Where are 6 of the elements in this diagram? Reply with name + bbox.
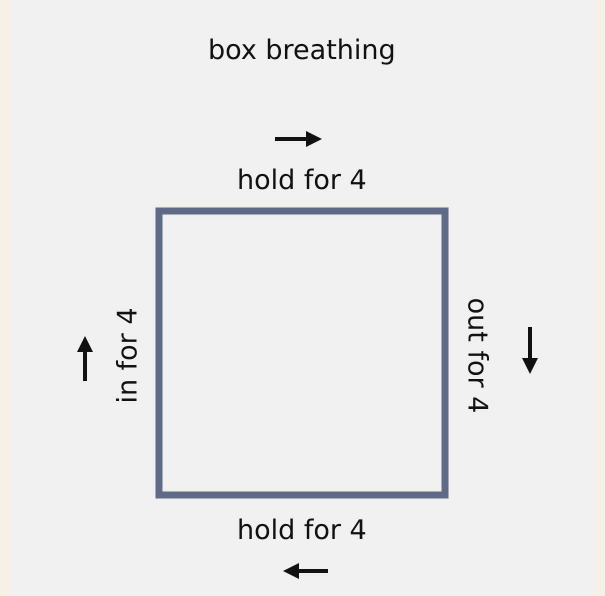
side-label: out for 4 [463,297,490,413]
side-label: hold for 4 [237,166,367,194]
side-label: hold for 4 [237,516,367,544]
side-label: in for 4 [114,306,142,404]
diagram-title: box breathing [208,36,396,64]
square-outline [156,208,448,498]
